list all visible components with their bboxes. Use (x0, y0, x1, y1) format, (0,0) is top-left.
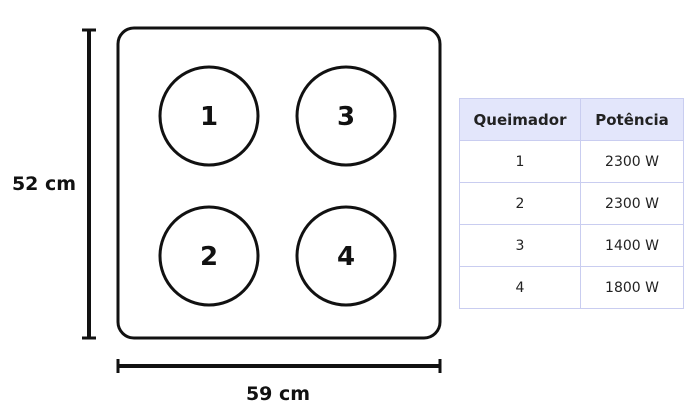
burner-circle (295, 205, 397, 307)
burner-label: 4 (337, 242, 355, 272)
cell-burner: 2 (459, 182, 581, 225)
header-burner: Queimador (459, 98, 581, 141)
table-row: 4 1800 W (459, 266, 684, 309)
cell-burner: 1 (459, 140, 581, 183)
burner-power-table: Queimador Potência 1 2300 W 2 2300 W 3 1… (459, 98, 684, 309)
burner-label: 2 (200, 242, 218, 272)
cell-power: 1400 W (580, 224, 684, 267)
width-label: 59 cm (246, 383, 310, 405)
cell-burner: 3 (459, 224, 581, 267)
cell-power: 2300 W (580, 140, 684, 183)
burner-3: 3 (295, 65, 397, 167)
height-label: 52 cm (12, 173, 76, 195)
burner-1: 1 (158, 65, 260, 167)
table-row: 3 1400 W (459, 224, 684, 267)
burner-4: 4 (295, 205, 397, 307)
burner-label: 3 (337, 102, 355, 132)
table-row: 1 2300 W (459, 140, 684, 183)
cell-power: 2300 W (580, 182, 684, 225)
cell-power: 1800 W (580, 266, 684, 309)
burner-circle (158, 65, 260, 167)
table-row: 2 2300 W (459, 182, 684, 225)
table-header-row: Queimador Potência (459, 98, 684, 141)
header-power: Potência (580, 98, 684, 141)
cell-burner: 4 (459, 266, 581, 309)
burner-circle (158, 205, 260, 307)
height-dimension: 52 cm (12, 28, 96, 340)
cooktop-outline (116, 26, 442, 340)
width-dimension: 59 cm (116, 359, 442, 405)
burner-circle (295, 65, 397, 167)
burner-label: 1 (200, 102, 218, 132)
burner-2: 2 (158, 205, 260, 307)
